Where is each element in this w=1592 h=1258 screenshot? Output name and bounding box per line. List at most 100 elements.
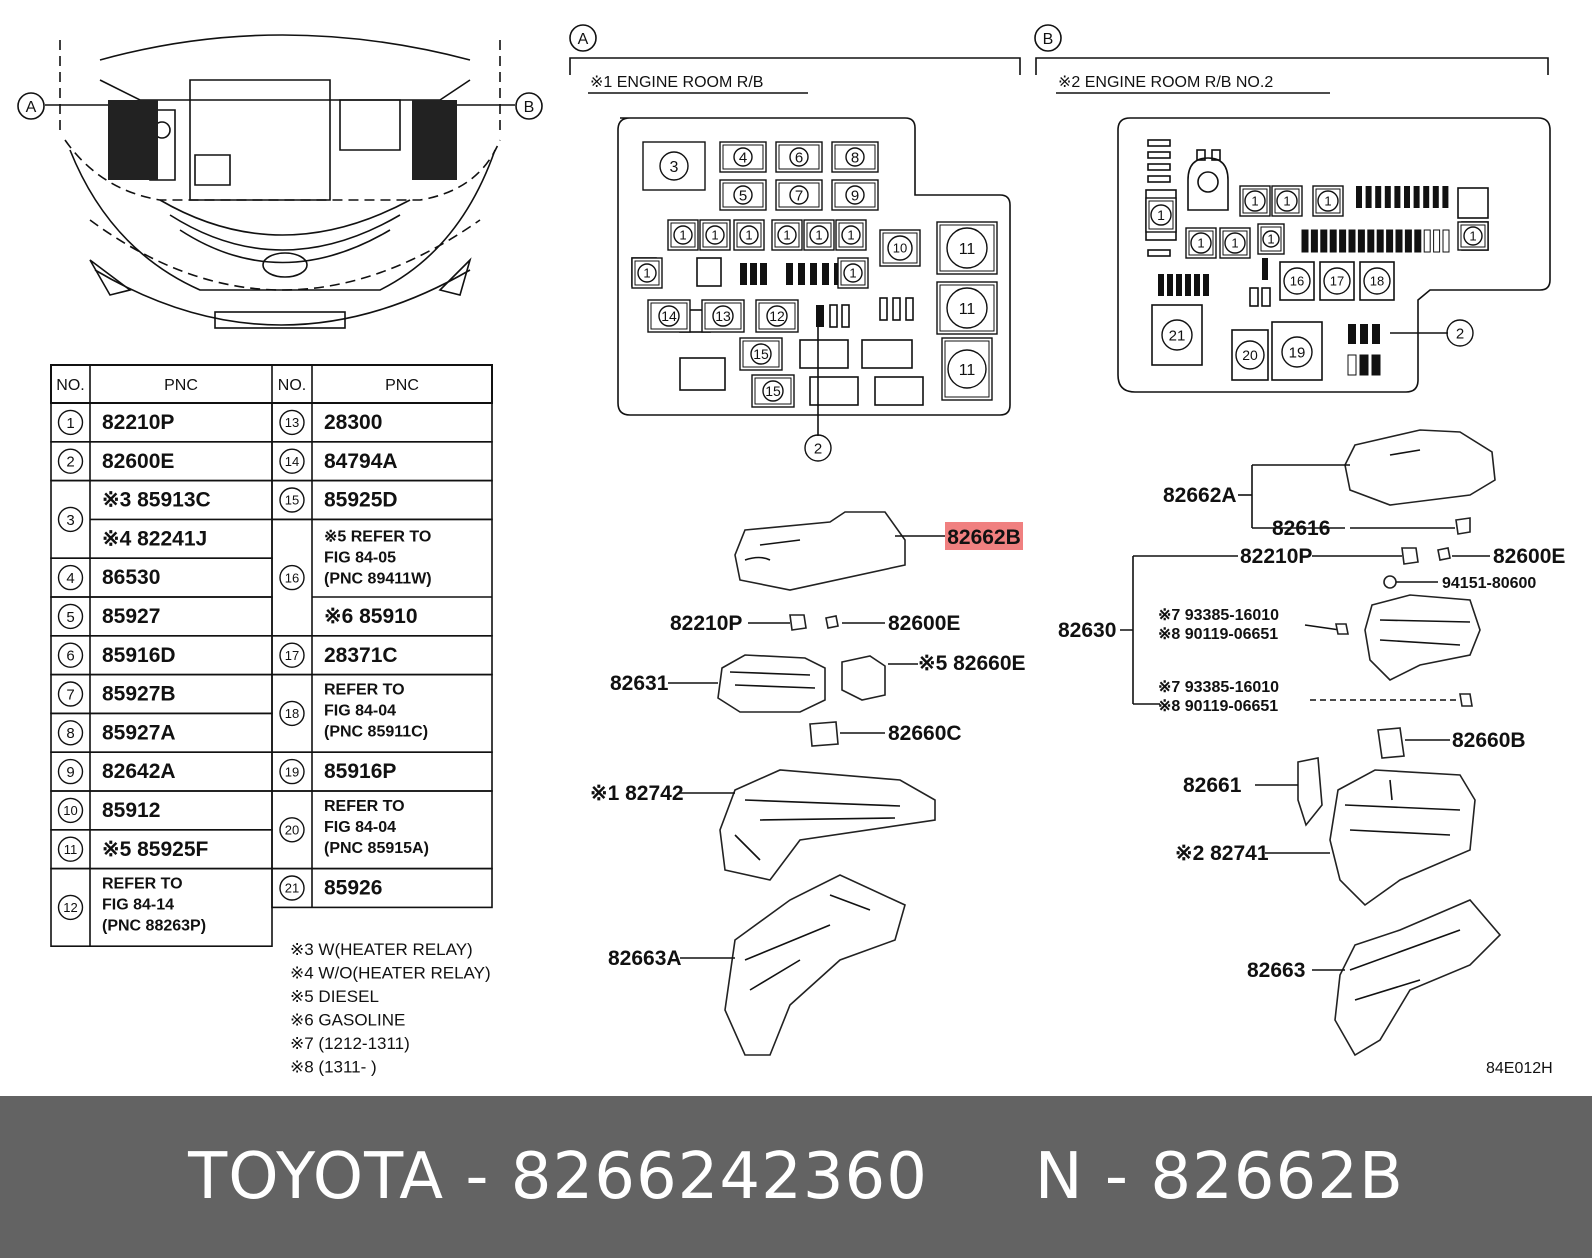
fuse-bar bbox=[1423, 229, 1431, 253]
svg-text:9: 9 bbox=[66, 764, 74, 781]
svg-text:11: 11 bbox=[959, 241, 976, 258]
svg-text:12: 12 bbox=[63, 900, 77, 915]
fuse-label: 16 bbox=[1283, 267, 1311, 295]
pnc-cell: 84794A bbox=[324, 450, 398, 473]
svg-text:15: 15 bbox=[285, 493, 299, 508]
fuse-label: 13 bbox=[712, 305, 734, 327]
callout-82210p-b: 82210P bbox=[1240, 545, 1312, 568]
fuse-bar bbox=[1394, 186, 1401, 208]
fuse-bar bbox=[1371, 354, 1381, 376]
svg-text:1: 1 bbox=[1157, 207, 1165, 223]
svg-text:18: 18 bbox=[1370, 274, 1384, 289]
fuse-bar bbox=[1176, 274, 1182, 296]
row-number-badge: 1 bbox=[57, 409, 84, 436]
fuse-label: 15 bbox=[750, 343, 772, 365]
pnc-cell: 82642A bbox=[102, 760, 176, 783]
svg-text:19: 19 bbox=[1289, 344, 1306, 361]
fuse-label: 1 bbox=[739, 225, 759, 245]
fuse-bar bbox=[1360, 324, 1368, 344]
row-number-badge: 16 bbox=[279, 564, 305, 591]
fuse-label: 12 bbox=[766, 305, 788, 327]
fuse-bar bbox=[1329, 229, 1337, 253]
pnc-cell: (PNC 85911C) bbox=[324, 724, 428, 741]
footer-sep-1: - bbox=[444, 1140, 511, 1214]
pnc-cell: ※5 REFER TO bbox=[324, 528, 431, 545]
connector-82661 bbox=[1297, 757, 1323, 827]
callout-82663a: 82663A bbox=[608, 947, 682, 970]
fuse-bar bbox=[1194, 274, 1200, 296]
row-number-badge: 8 bbox=[57, 720, 84, 746]
pnc-cell: ※6 85910 bbox=[324, 605, 418, 628]
box-82742 bbox=[719, 769, 936, 881]
fuse-bar bbox=[1356, 186, 1362, 208]
section-b-title: ※2 ENGINE ROOM R/B NO.2 bbox=[1058, 74, 1273, 91]
fuse-bar bbox=[750, 263, 757, 285]
svg-text:17: 17 bbox=[1330, 274, 1344, 289]
pnc-cell: ※5 85925F bbox=[102, 838, 209, 861]
callout-number: 2 bbox=[1446, 319, 1474, 347]
row-number-badge: 20 bbox=[279, 817, 305, 843]
callout-82663: 82663 bbox=[1247, 959, 1305, 982]
svg-text:7: 7 bbox=[795, 187, 803, 204]
callout-82630: 82630 bbox=[1058, 619, 1116, 642]
section-b-letter: B bbox=[1043, 31, 1054, 48]
svg-text:2: 2 bbox=[1456, 325, 1464, 342]
svg-text:3: 3 bbox=[66, 512, 74, 529]
connector-82660c bbox=[809, 721, 839, 747]
callout-82741: ※2 82741 bbox=[1175, 842, 1269, 865]
fuse-label: 8 bbox=[845, 147, 865, 167]
fuse-bar bbox=[1339, 229, 1347, 253]
exploded-parts-b: 82662A 82616 82210P 82600E 94151-80600 8… bbox=[1058, 429, 1565, 1057]
fuse-label: 1 bbox=[1224, 232, 1246, 254]
pnc-cell: 85927B bbox=[102, 683, 176, 706]
fuse-label: 1 bbox=[843, 263, 863, 283]
svg-text:10: 10 bbox=[893, 241, 907, 256]
svg-text:8: 8 bbox=[851, 149, 859, 166]
car-front-locator: A B bbox=[17, 34, 543, 329]
svg-text:1: 1 bbox=[711, 228, 718, 243]
footnote: ※6 GASOLINE bbox=[290, 1011, 405, 1030]
svg-text:2: 2 bbox=[814, 440, 822, 457]
callout-s7-93385-a: ※7 93385-16010 bbox=[1158, 607, 1279, 624]
callout-number: 2 bbox=[804, 434, 832, 462]
fuse-bar bbox=[1386, 229, 1394, 253]
pnc-cell: REFER TO bbox=[324, 798, 405, 815]
svg-text:4: 4 bbox=[66, 570, 74, 587]
fuse-bar bbox=[1395, 229, 1403, 253]
fuse-bar bbox=[1357, 229, 1365, 253]
fuse-bar bbox=[810, 263, 817, 285]
table-header: NO. bbox=[56, 377, 84, 394]
svg-text:14: 14 bbox=[285, 454, 299, 469]
fuse-label: 5 bbox=[733, 185, 753, 205]
pnc-cell: FIG 84-14 bbox=[102, 897, 174, 914]
bracket-82663a bbox=[724, 874, 906, 1056]
cover-82662a bbox=[1344, 429, 1496, 506]
callout-82660c: 82660C bbox=[888, 722, 962, 745]
fuse-label: 11 bbox=[946, 287, 988, 329]
row-number-badge: 3 bbox=[57, 506, 84, 533]
svg-text:8: 8 bbox=[66, 725, 74, 742]
fuse-label: 1 bbox=[637, 263, 657, 283]
svg-text:15: 15 bbox=[765, 383, 781, 399]
fuse-label: 1 bbox=[1262, 230, 1280, 248]
svg-text:12: 12 bbox=[769, 308, 785, 324]
fuse-label: 1 bbox=[1244, 190, 1266, 212]
callout-82662b: 82662B bbox=[947, 526, 1021, 549]
pnc-cell: REFER TO bbox=[324, 682, 405, 699]
svg-text:13: 13 bbox=[715, 308, 731, 324]
row-number-badge: 15 bbox=[279, 487, 305, 513]
fuse-label: 7 bbox=[789, 185, 809, 205]
fuse-bar bbox=[1404, 229, 1412, 253]
fuse-bar bbox=[1185, 274, 1191, 296]
row-number-badge: 10 bbox=[57, 797, 84, 824]
pnc-cell: 82210P bbox=[102, 411, 174, 434]
footer-ref-prefix: N bbox=[1034, 1140, 1084, 1214]
